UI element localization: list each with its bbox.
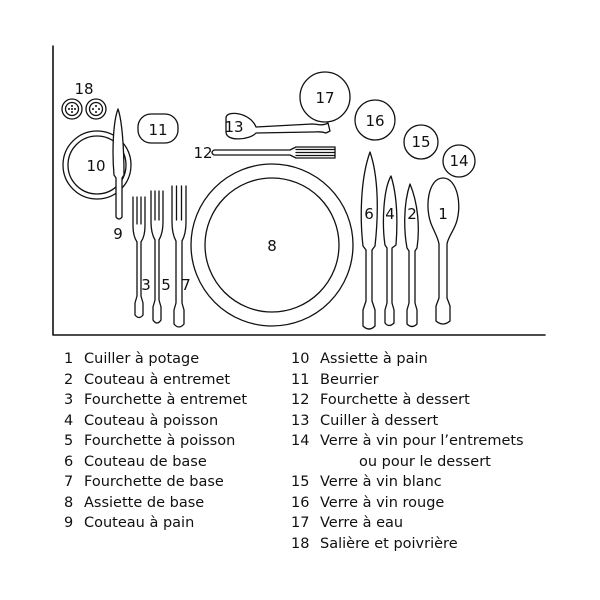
- legend-label: Salière et poivrière: [320, 535, 458, 552]
- bread-knife: [112, 108, 125, 220]
- legend-number: 17: [291, 515, 310, 531]
- legend-number: 15: [291, 474, 310, 490]
- legend-label: Cuiller à dessert: [320, 412, 439, 429]
- fish-fork: [150, 190, 164, 324]
- legend-number: 6: [64, 453, 74, 470]
- marker-3: 3: [141, 276, 151, 294]
- legend-label: Couteau de base: [84, 453, 207, 470]
- marker-7: 7: [181, 276, 191, 294]
- legend-number: 13: [291, 412, 310, 429]
- legend-number: 1: [64, 351, 74, 367]
- legend-label: Verre à vin blanc: [320, 474, 442, 490]
- legend-number: 16: [291, 494, 310, 511]
- legend-number: 18: [291, 535, 310, 552]
- marker-6: 6: [364, 205, 374, 223]
- legend-label: Verre à vin rouge: [320, 494, 445, 511]
- legend-item: 14 Verre à vin pour l’entremets: [291, 431, 524, 452]
- salt-pepper-shakers: [61, 98, 107, 120]
- marker-2: 2: [407, 205, 417, 223]
- marker-12: 12: [193, 144, 212, 162]
- marker-8: 8: [267, 237, 277, 255]
- legend-item: 9 Couteau à pain: [64, 513, 247, 534]
- legend-number: 5: [64, 433, 74, 449]
- legend-number: 14: [291, 433, 310, 449]
- marker-18: 18: [74, 80, 93, 98]
- legend-label: Couteau à pain: [84, 515, 195, 531]
- legend-item: 6 Couteau de base: [64, 452, 247, 473]
- marker-9: 9: [113, 225, 123, 243]
- dinner-plate: [190, 163, 354, 327]
- legend-label: ou pour le dessert: [359, 453, 491, 470]
- legend-item: 18 Salière et poivrière: [291, 534, 524, 555]
- legend-label: Verre à eau: [320, 515, 404, 531]
- legend-number: 10: [291, 351, 310, 367]
- legend-number: 4: [64, 412, 74, 429]
- legend-number: 12: [291, 392, 310, 408]
- legend-label: Verre à vin pour l’entremets: [320, 433, 524, 449]
- legend-number: 8: [64, 494, 74, 511]
- legend-item: 7 Fourchette de base: [64, 472, 247, 493]
- legend-number: 7: [64, 474, 74, 490]
- fish-knife: [382, 175, 398, 327]
- legend-label: Fourchette de base: [84, 474, 224, 490]
- marker-15: 15: [411, 133, 430, 151]
- legend-item: 3 Fourchette à entremet: [64, 390, 247, 411]
- legend-item: 15 Verre à vin blanc: [291, 472, 524, 493]
- dessert-spoon: [225, 112, 331, 140]
- legend-item: 11 Beurrier: [291, 370, 524, 391]
- marker-17: 17: [315, 89, 334, 107]
- marker-13: 13: [224, 118, 243, 136]
- water-glass: [299, 71, 351, 123]
- dinner-fork: [171, 185, 187, 328]
- legend-number: 3: [64, 392, 74, 408]
- legend-label: Assiette à pain: [320, 351, 428, 367]
- legend-number: 2: [64, 371, 74, 388]
- legend-label: Couteau à entremet: [84, 371, 231, 388]
- marker-11: 11: [148, 121, 167, 139]
- legend-right: 10 Assiette à pain 11 Beurrier 12 Fourchett…: [291, 349, 524, 554]
- legend-label: Fourchette à dessert: [320, 392, 470, 408]
- marker-14: 14: [449, 152, 468, 170]
- white-wine-glass: [403, 124, 439, 160]
- dessert-fork: [211, 146, 336, 159]
- legend-item-continuation: ou pour le dessert: [291, 452, 524, 473]
- butter-dish: [137, 113, 179, 144]
- legend-item: 2 Couteau à entremet: [64, 370, 247, 391]
- legend-item: 17 Verre à eau: [291, 513, 524, 534]
- soup-spoon: [427, 177, 460, 325]
- legend-label: Couteau à poisson: [84, 412, 219, 429]
- legend-item: 16 Verre à vin rouge: [291, 493, 524, 514]
- legend-item: 8 Assiette de base: [64, 493, 247, 514]
- red-wine-glass: [354, 99, 396, 141]
- marker-5: 5: [161, 276, 171, 294]
- dinner-knife: [360, 151, 378, 330]
- legend-number: 11: [291, 371, 310, 388]
- marker-16: 16: [365, 112, 384, 130]
- legend-item: 10 Assiette à pain: [291, 349, 524, 370]
- marker-4: 4: [385, 205, 395, 223]
- marker-10: 10: [86, 157, 105, 175]
- table-setting-diagram: 18 10 9 11 13 12 17 16 15 14 8 3 5 7 6 4…: [52, 45, 546, 336]
- legend-item: 1 Cuiller à potage: [64, 349, 247, 370]
- legend-label: Beurrier: [320, 371, 379, 388]
- table-edge: [52, 45, 546, 336]
- legend-label: Cuiller à potage: [84, 351, 200, 367]
- legend-item: 12 Fourchette à dessert: [291, 390, 524, 411]
- legend-label: Fourchette à entremet: [84, 392, 248, 408]
- entremet-knife: [404, 183, 419, 328]
- legend-number: 9: [64, 515, 74, 531]
- legend-label: Assiette de base: [84, 494, 205, 511]
- marker-1: 1: [438, 205, 448, 223]
- legend-item: 13 Cuiller à dessert: [291, 411, 524, 432]
- legend-label: Fourchette à poisson: [84, 433, 236, 449]
- entremet-fork: [132, 196, 146, 319]
- bread-plate: [62, 130, 132, 200]
- legend-item: 5 Fourchette à poisson: [64, 431, 247, 452]
- legend-item: 4 Couteau à poisson: [64, 411, 247, 432]
- entremet-wine-glass: [442, 144, 476, 178]
